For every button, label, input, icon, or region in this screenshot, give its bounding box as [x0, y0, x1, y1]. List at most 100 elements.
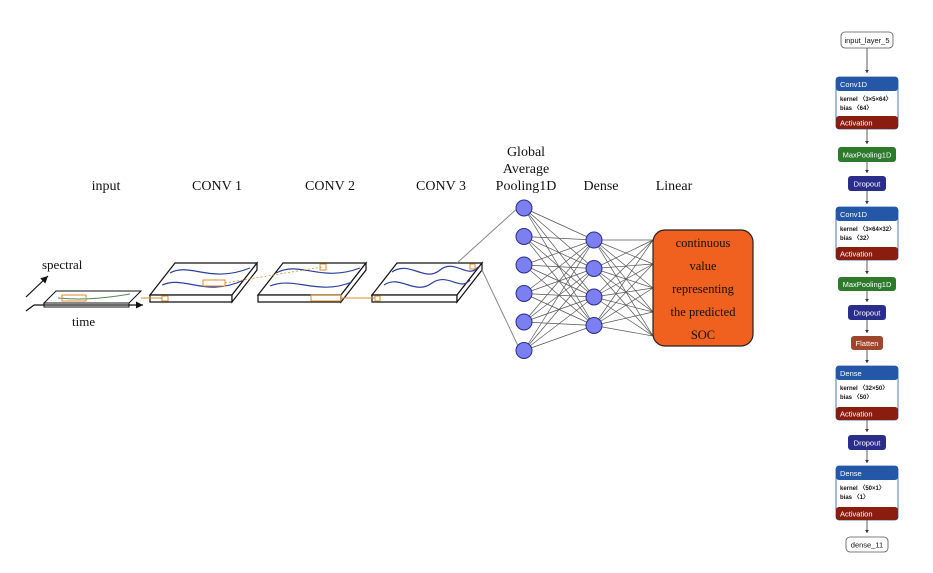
dense-node	[585, 231, 603, 249]
dense-output-edge	[593, 287, 654, 326]
output-line-1: continuous	[676, 236, 731, 250]
graph-dense-node[interactable]: Dense kernel 〈50×1〉 bias 〈1〉 Activation	[835, 465, 899, 521]
label-conv2: CONV 2	[305, 179, 355, 194]
dense1-bias: bias 〈50〉	[840, 393, 872, 401]
graph-dropout-node[interactable]	[848, 176, 886, 191]
dense-node	[585, 260, 603, 277]
gap-dense-edge	[523, 207, 595, 241]
dense-output-edge	[593, 263, 654, 269]
dense-output-edge	[593, 268, 654, 313]
graph-dropout-node[interactable]	[848, 435, 886, 450]
conv1-activation: Activation	[840, 119, 873, 128]
label-gap-line2: Average	[503, 162, 549, 177]
gap-dense-edge	[523, 239, 595, 351]
label-linear: Linear	[656, 179, 693, 194]
gap-dense-edge	[523, 239, 595, 294]
spectral-axis-arrow	[25, 275, 49, 298]
output-line-4: the predicted	[671, 305, 737, 319]
graph-maxpool-node[interactable]	[838, 277, 896, 291]
dense1-title: Dense	[840, 369, 862, 378]
dense-output-edge	[593, 239, 654, 265]
label-gap-line3: Pooling1D	[496, 179, 557, 194]
gap-dense-edge	[523, 325, 595, 351]
gap-dense-edge	[523, 236, 595, 241]
model-graph: input_layer_5 Conv1D kernel 〈3×5×64〉 bia…	[835, 31, 899, 553]
label-conv3: CONV 3	[416, 179, 466, 194]
graph-conv1d-node[interactable]: Conv1D kernel 〈3×64×32〉 bias 〈32〉 Activa…	[835, 206, 899, 261]
dense-output-edge	[593, 268, 654, 289]
graph-flatten-node[interactable]	[851, 336, 883, 350]
output-line-5: SOC	[691, 328, 715, 342]
dense-output-edge	[593, 239, 654, 313]
graph-output-node[interactable]	[845, 536, 889, 553]
label-dense: Dense	[584, 179, 619, 194]
dense-output-edge	[593, 239, 654, 289]
gap-node	[515, 285, 533, 302]
gap-node	[515, 313, 533, 331]
time-axis-tail	[25, 304, 35, 312]
conv2-activation: Activation	[840, 250, 873, 259]
gap-node	[515, 199, 533, 217]
conv3-to-gap-line	[481, 269, 521, 351]
conv2-feature-block	[256, 261, 368, 304]
dense-output-edge	[593, 263, 654, 298]
label-input: input	[92, 179, 121, 194]
dense-output-edge	[593, 296, 654, 337]
maxpool1-label: MaxPooling1D	[843, 151, 892, 160]
graph-dropout-node[interactable]	[848, 305, 886, 320]
gap-node	[515, 342, 533, 359]
conv2-kernel: kernel 〈3×64×32〉	[840, 225, 895, 233]
dropout2-label: Dropout	[854, 309, 882, 318]
label-conv1: CONV 1	[192, 179, 242, 194]
dense-node	[585, 288, 603, 306]
dropout3-label: Dropout	[854, 439, 882, 448]
dense-output-edge	[593, 268, 654, 337]
graph-dense-node[interactable]: Dense kernel 〈32×50〉 bias 〈50〉 Activatio…	[835, 365, 899, 421]
conv3-to-gap-line	[456, 205, 521, 264]
gap-dense-edge	[523, 239, 595, 266]
dense2-kernel: kernel 〈50×1〉	[840, 484, 885, 492]
dense-output-edge	[593, 296, 654, 313]
output-box	[652, 229, 754, 347]
label-time: time	[72, 314, 95, 329]
label-gap-line1: Global	[507, 145, 545, 160]
output-line-2: value	[689, 259, 717, 273]
graph-output-node-label: dense_11	[851, 541, 883, 550]
conv1-title: Conv1D	[840, 80, 868, 89]
dense1-kernel: kernel 〈32×50〉	[840, 384, 888, 392]
fc-nodes	[515, 199, 603, 359]
dense-output-edge	[593, 239, 654, 326]
label-spectral: spectral	[42, 257, 83, 272]
dense-output-edge	[593, 239, 654, 337]
graph-input-node-label: input_layer_5	[844, 36, 889, 45]
dense-output-edge	[593, 287, 654, 298]
graph-input-node[interactable]	[840, 31, 894, 49]
dense-node	[585, 317, 603, 334]
conv2-title: Conv1D	[840, 210, 868, 219]
conv1-feature-block	[148, 261, 259, 304]
dropout1-label: Dropout	[854, 180, 882, 189]
conv3-feature-block	[370, 261, 484, 304]
conv2-bias: bias 〈32〉	[840, 234, 872, 242]
dense-output-edge	[593, 311, 654, 326]
dense2-title: Dense	[840, 469, 862, 478]
output-line-3: representing	[672, 282, 735, 296]
dense-output-edge	[593, 263, 654, 326]
dense1-activation: Activation	[840, 410, 873, 419]
input-block	[42, 290, 143, 308]
dense2-activation: Activation	[840, 510, 873, 519]
conv-connector	[224, 266, 323, 284]
gap-node	[515, 228, 533, 245]
flatten-label: Flatten	[856, 339, 879, 348]
gap-dense-edge	[523, 268, 595, 351]
gap-node	[515, 256, 533, 274]
gap-dense-edge	[523, 239, 595, 323]
graph-maxpool-node[interactable]	[838, 147, 896, 162]
conv1-bias: bias 〈64〉	[840, 104, 872, 112]
graph-conv1d-node[interactable]: Conv1D kernel 〈3×5×64〉 bias 〈64〉 Activat…	[835, 76, 899, 130]
dense-output-edge	[593, 325, 654, 337]
gap-dense-edge	[523, 296, 595, 351]
dense-output-edge	[593, 239, 654, 298]
fc-edges	[523, 207, 654, 351]
